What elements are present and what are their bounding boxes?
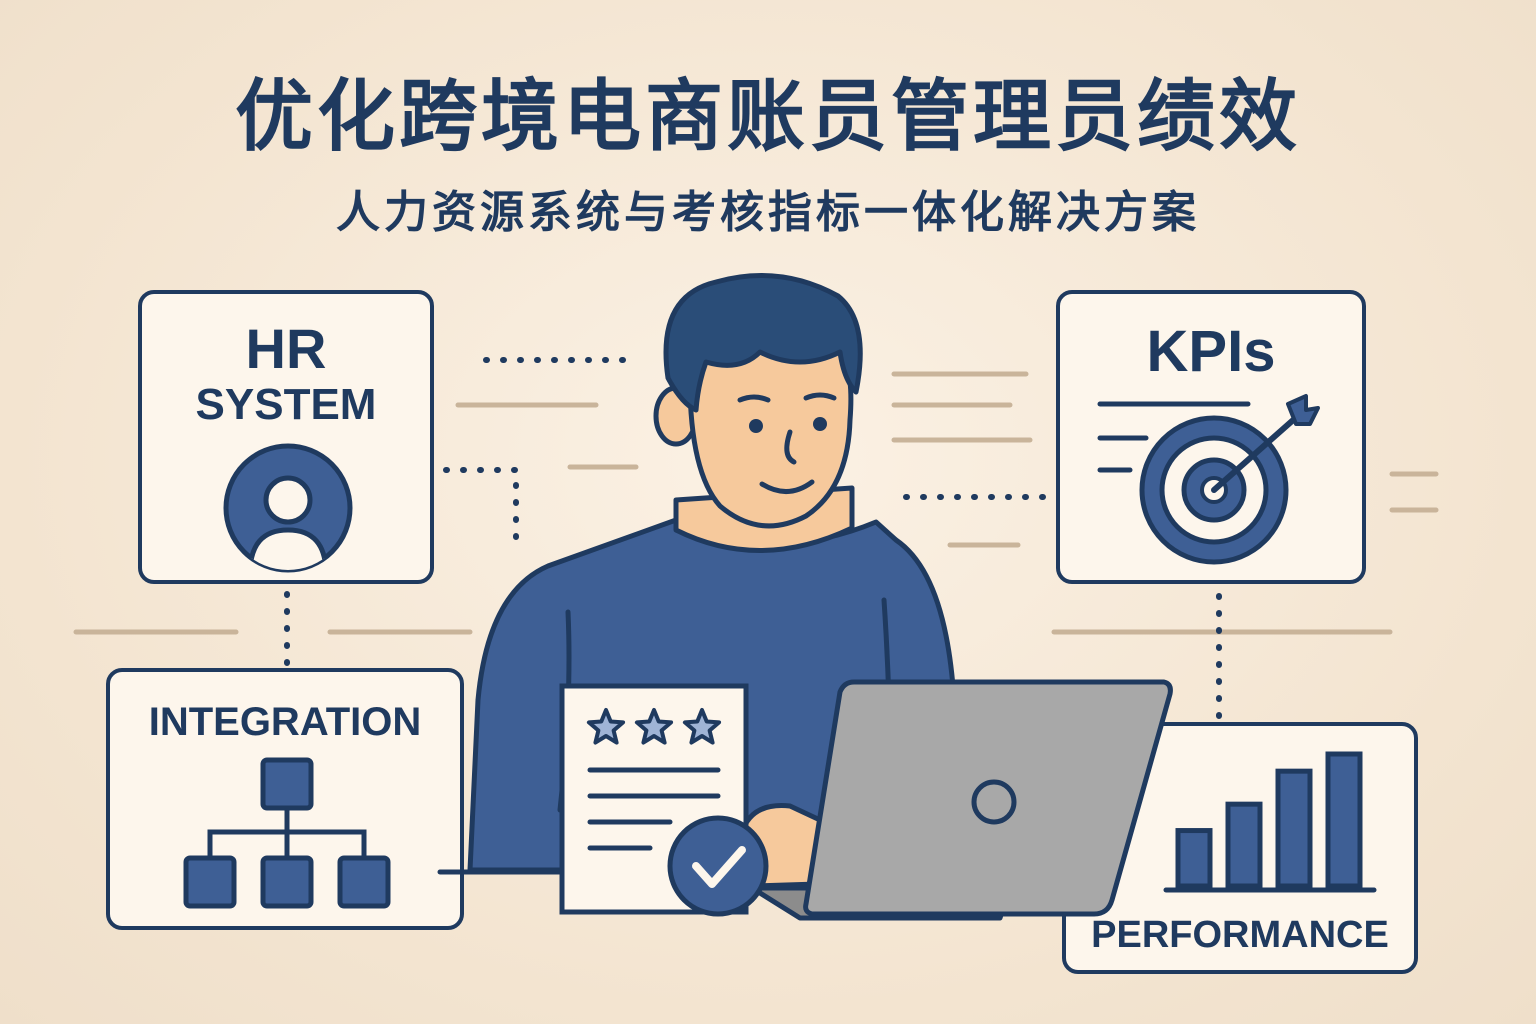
integration-label: INTEGRATION <box>148 700 422 744</box>
checkmark-icon <box>692 846 746 888</box>
hr-label: HR <box>245 317 327 380</box>
target-icon <box>1097 394 1320 565</box>
performance-bar <box>1225 801 1263 889</box>
performance-bar <box>1175 828 1213 889</box>
laptop-logo-icon <box>971 779 1017 825</box>
bar-chart-icon <box>1163 751 1377 893</box>
laptop <box>803 679 1173 917</box>
user-icon <box>223 443 353 573</box>
rating-stars <box>586 708 722 745</box>
hr-system-card: HR SYSTEM <box>138 290 434 584</box>
performance-bar <box>1325 751 1363 889</box>
star-icon <box>634 708 674 745</box>
performance-label: PERFORMANCE <box>1091 914 1389 956</box>
person-hair <box>663 273 863 413</box>
page-subtitle: 人力资源系统与考核指标一体化解决方案 <box>336 187 1200 238</box>
kpi-card: KPIs <box>1056 290 1366 584</box>
star-icon <box>682 708 722 745</box>
integration-card: INTEGRATION <box>106 668 464 930</box>
page-title: 优化跨境电商账员管理员绩效 <box>234 72 1301 162</box>
kpi-label: KPIs <box>1146 319 1276 384</box>
performance-bar <box>1275 768 1313 889</box>
system-label: SYSTEM <box>195 380 377 429</box>
org-chart-icon <box>183 757 391 909</box>
star-icon <box>586 708 626 745</box>
